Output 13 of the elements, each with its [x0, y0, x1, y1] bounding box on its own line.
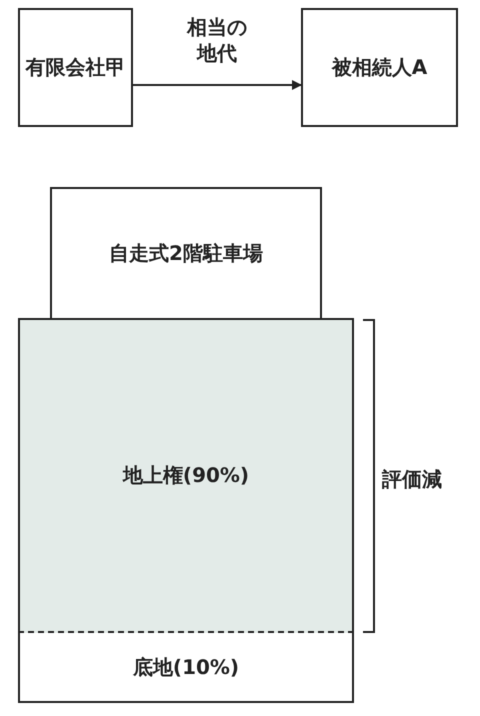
company-box — [18, 8, 133, 127]
box-label: 底地(10%) — [132, 654, 240, 680]
box-label: 有限会社甲 — [26, 54, 126, 81]
bracket-label: 評価減 — [382, 466, 442, 493]
edge-label: 相当の地代 — [186, 14, 248, 66]
parking-box — [50, 187, 322, 320]
box-label: 地上権(90%) — [122, 462, 250, 489]
arrow — [133, 80, 302, 90]
land-right-area — [18, 318, 354, 633]
land-area — [18, 633, 354, 703]
box-label: 被相続人A — [332, 54, 428, 81]
box-label: 自走式2階駐車場 — [109, 240, 263, 267]
person-box — [301, 8, 458, 127]
